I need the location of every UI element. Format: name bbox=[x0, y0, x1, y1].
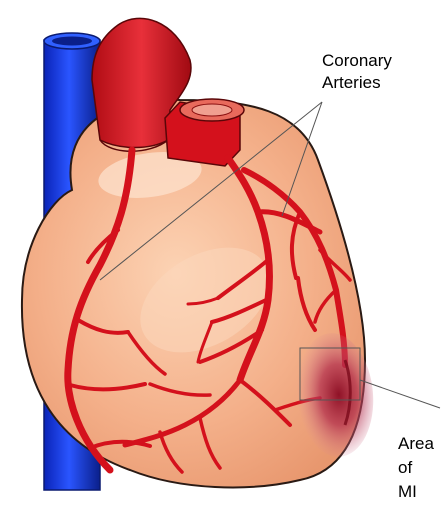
mi-label-line3: MI bbox=[398, 480, 434, 504]
coronary-arteries-label: Coronary Arteries bbox=[322, 50, 392, 94]
coronary-label-line1: Coronary bbox=[322, 50, 392, 72]
mi-label-line1: Area bbox=[398, 432, 434, 456]
coronary-label-line2: Arteries bbox=[322, 72, 392, 94]
mi-label-line2: of bbox=[398, 456, 434, 480]
pulmonary-trunk bbox=[165, 99, 244, 166]
area-of-mi-label: Area of MI bbox=[398, 432, 434, 504]
